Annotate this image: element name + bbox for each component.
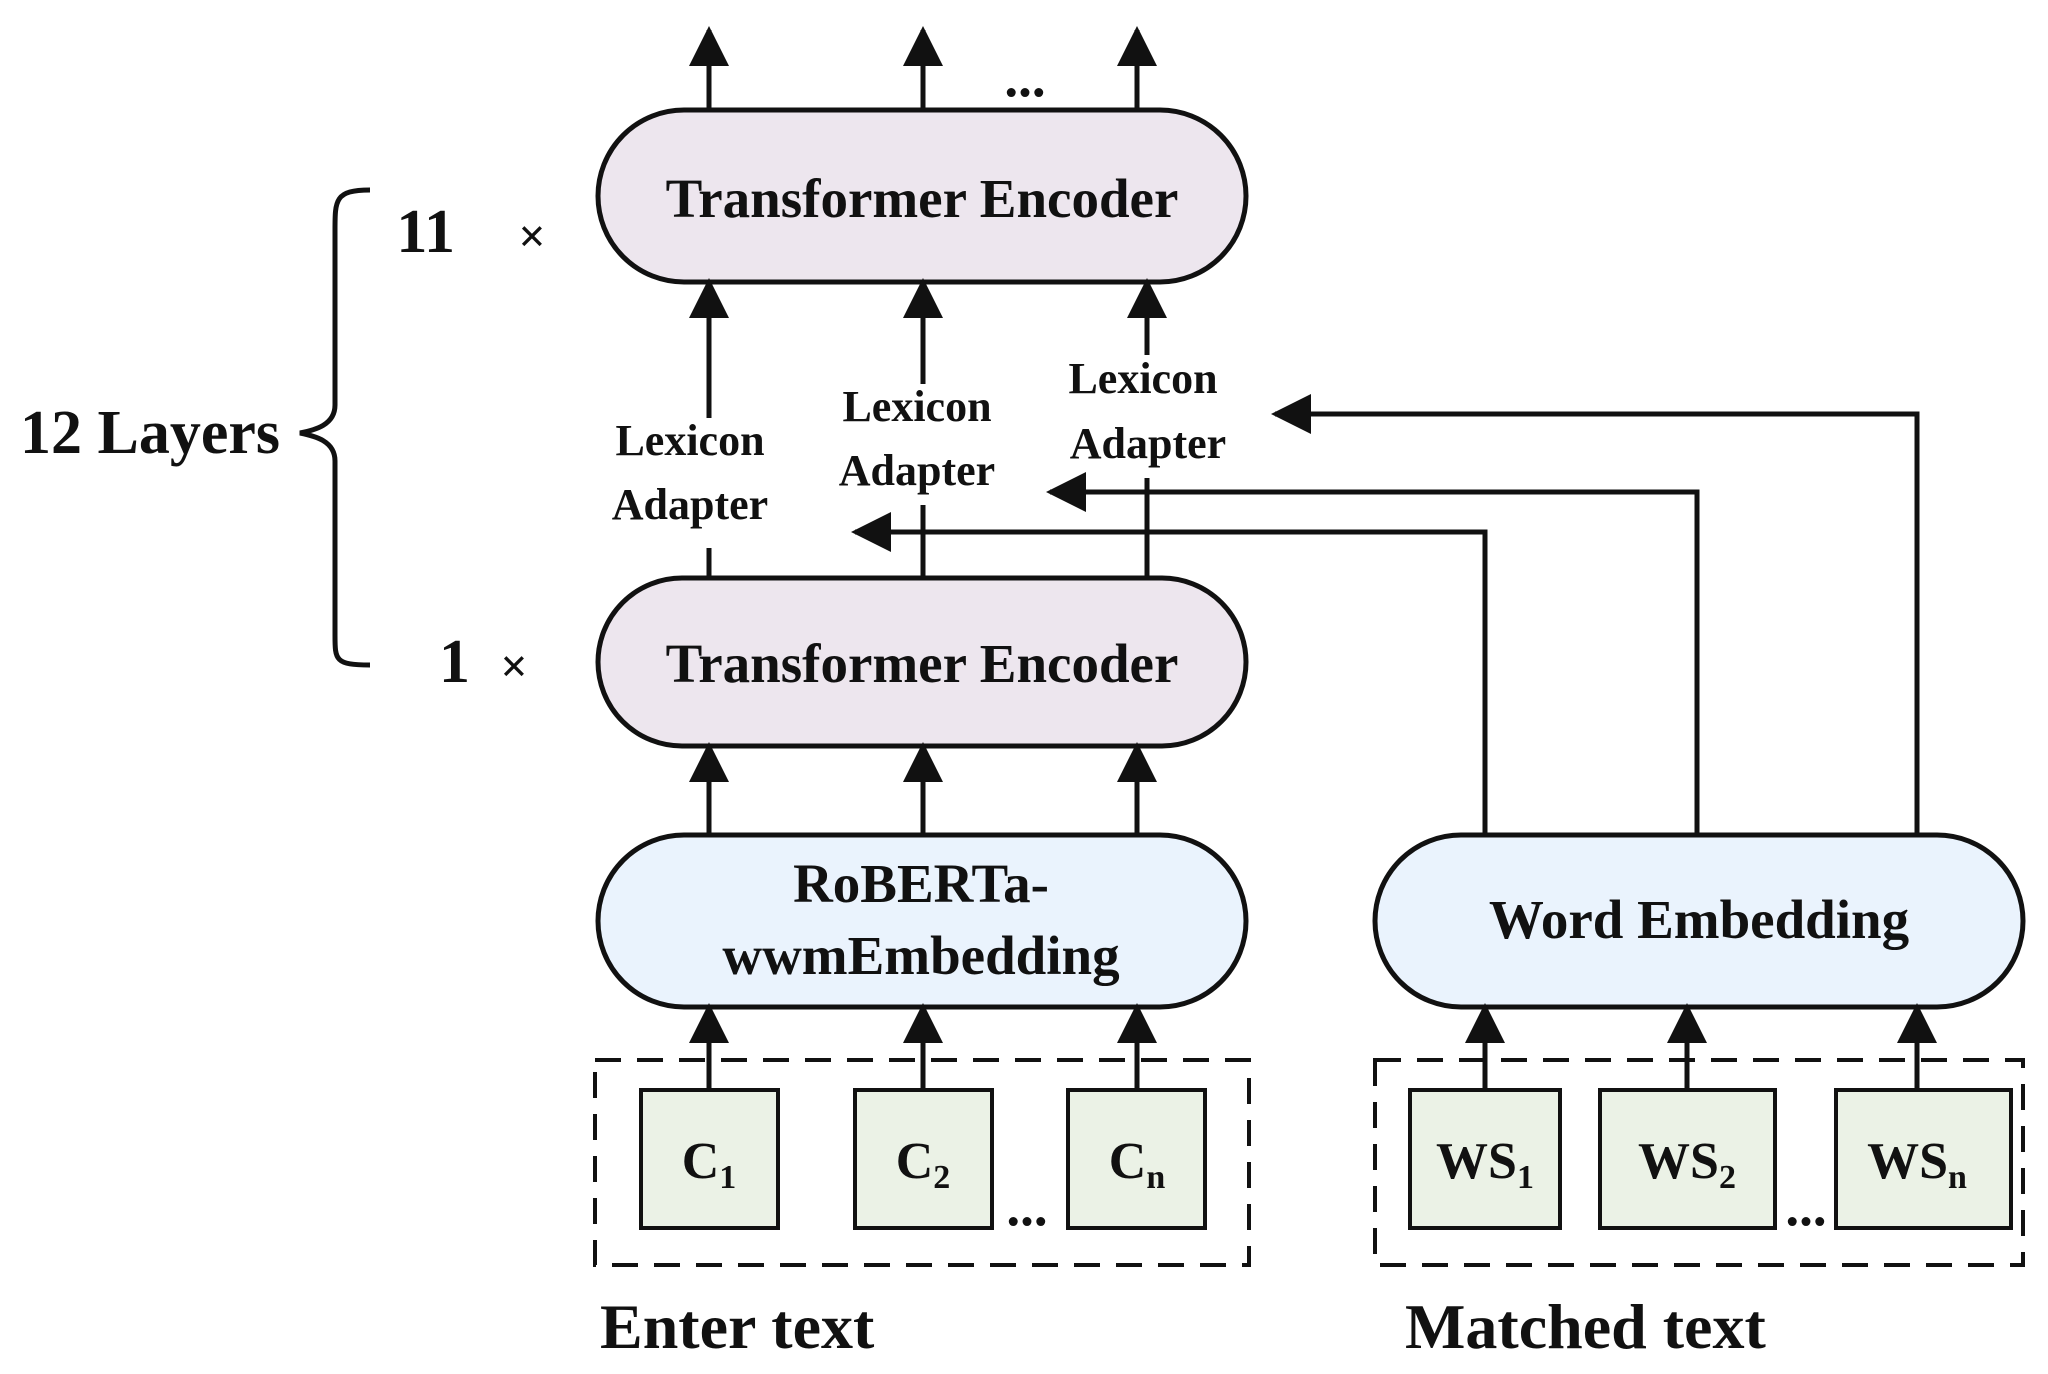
word-token-2-label: WS2 [1638, 1133, 1736, 1196]
word-token-1: WS1 [1408, 1088, 1562, 1230]
char-token-2: C2 [853, 1088, 994, 1230]
matched-text-dashed-frame [1373, 1058, 2025, 1267]
enter-text-caption: Enter text [600, 1291, 875, 1362]
bottom-multiplier-count: 1 [439, 628, 470, 696]
word-token-1-box [1408, 1088, 1562, 1230]
transformer-encoder-top: Transformer Encoder [595, 107, 1249, 285]
token-to-embedding-arrows [689, 1003, 1937, 1090]
char-token-ellipsis: ... [1006, 1176, 1047, 1237]
word-token-1-label: WS1 [1436, 1133, 1534, 1196]
stack-layer-count-label: 12 Layers [20, 399, 280, 467]
char-token-1-box [639, 1088, 780, 1230]
word-token-2-box [1598, 1088, 1777, 1230]
lexicon-adapter-1-line2: Adapter [612, 480, 768, 529]
transformer-encoder-bottom: Transformer Encoder [595, 575, 1249, 749]
word-feed-to-adapter-1 [851, 512, 1488, 835]
lexicon-adapter-3-line1: Lexicon [1068, 354, 1217, 403]
top-multiplier-count: 11 [396, 198, 455, 266]
word-embedding: Word Embedding [1372, 832, 2026, 1010]
lexicon-adapter-1-line1: Lexicon [615, 416, 764, 465]
word-embedding-feed-lines [851, 394, 1920, 835]
word-token-2: WS2 [1598, 1088, 1777, 1230]
matched-text-caption: Matched text [1405, 1291, 1766, 1362]
word-embedding-label: Word Embedding [1489, 889, 1909, 950]
lexicon-adapter-connections [689, 278, 1167, 578]
embedding-to-encoder-arrows [689, 742, 1157, 835]
char-token-n-box [1066, 1088, 1207, 1230]
transformer-encoder-bottom-label: Transformer Encoder [666, 633, 1179, 694]
enter-text-token-group: C1 C2 Cn ... [593, 1058, 1251, 1267]
lexicon-adapter-2-line2: Adapter [839, 446, 995, 495]
lexicon-adapter-3: Lexicon Adapter [1068, 354, 1226, 468]
lexicon-adapter-2-line1: Lexicon [842, 382, 991, 431]
top-encoder-multiplier: 11 × [396, 198, 545, 266]
top-multiplier-symbol: × [518, 210, 545, 263]
roberta-wwm-embedding: RoBERTa- wwmEmbedding [595, 832, 1249, 1010]
char-token-n: Cn [1066, 1088, 1207, 1230]
enter-text-dashed-frame [593, 1058, 1251, 1267]
word-feed-to-adapter-3 [1271, 394, 1920, 835]
word-token-ellipsis: ... [1785, 1176, 1826, 1237]
lexicon-adapter-3-line2: Adapter [1070, 419, 1226, 468]
roberta-embedding-line1: RoBERTa- [793, 853, 1049, 914]
lexicon-adapter-2: Lexicon Adapter [839, 382, 995, 495]
layers-brace [299, 187, 371, 668]
lexicon-adapter-1: Lexicon Adapter [612, 416, 768, 529]
word-token-n: WSn [1834, 1088, 2013, 1230]
word-feed-to-adapter-2 [1046, 472, 1700, 835]
word-token-n-label: WSn [1867, 1133, 1967, 1196]
char-token-1-label: C1 [682, 1133, 737, 1196]
roberta-embedding-line2: wwmEmbedding [722, 925, 1119, 986]
char-token-2-box [853, 1088, 994, 1230]
transformer-encoder-top-label: Transformer Encoder [666, 168, 1179, 229]
char-token-n-label: Cn [1109, 1133, 1166, 1196]
top-output-ellipsis: ... [1004, 47, 1045, 108]
matched-text-token-group: WS1 WS2 WSn ... [1373, 1058, 2025, 1267]
char-token-2-label: C2 [896, 1133, 951, 1196]
char-token-1: C1 [639, 1088, 780, 1230]
word-token-n-box [1834, 1088, 2013, 1230]
bottom-encoder-multiplier: 1 × [439, 628, 528, 696]
bottom-multiplier-symbol: × [500, 640, 527, 693]
